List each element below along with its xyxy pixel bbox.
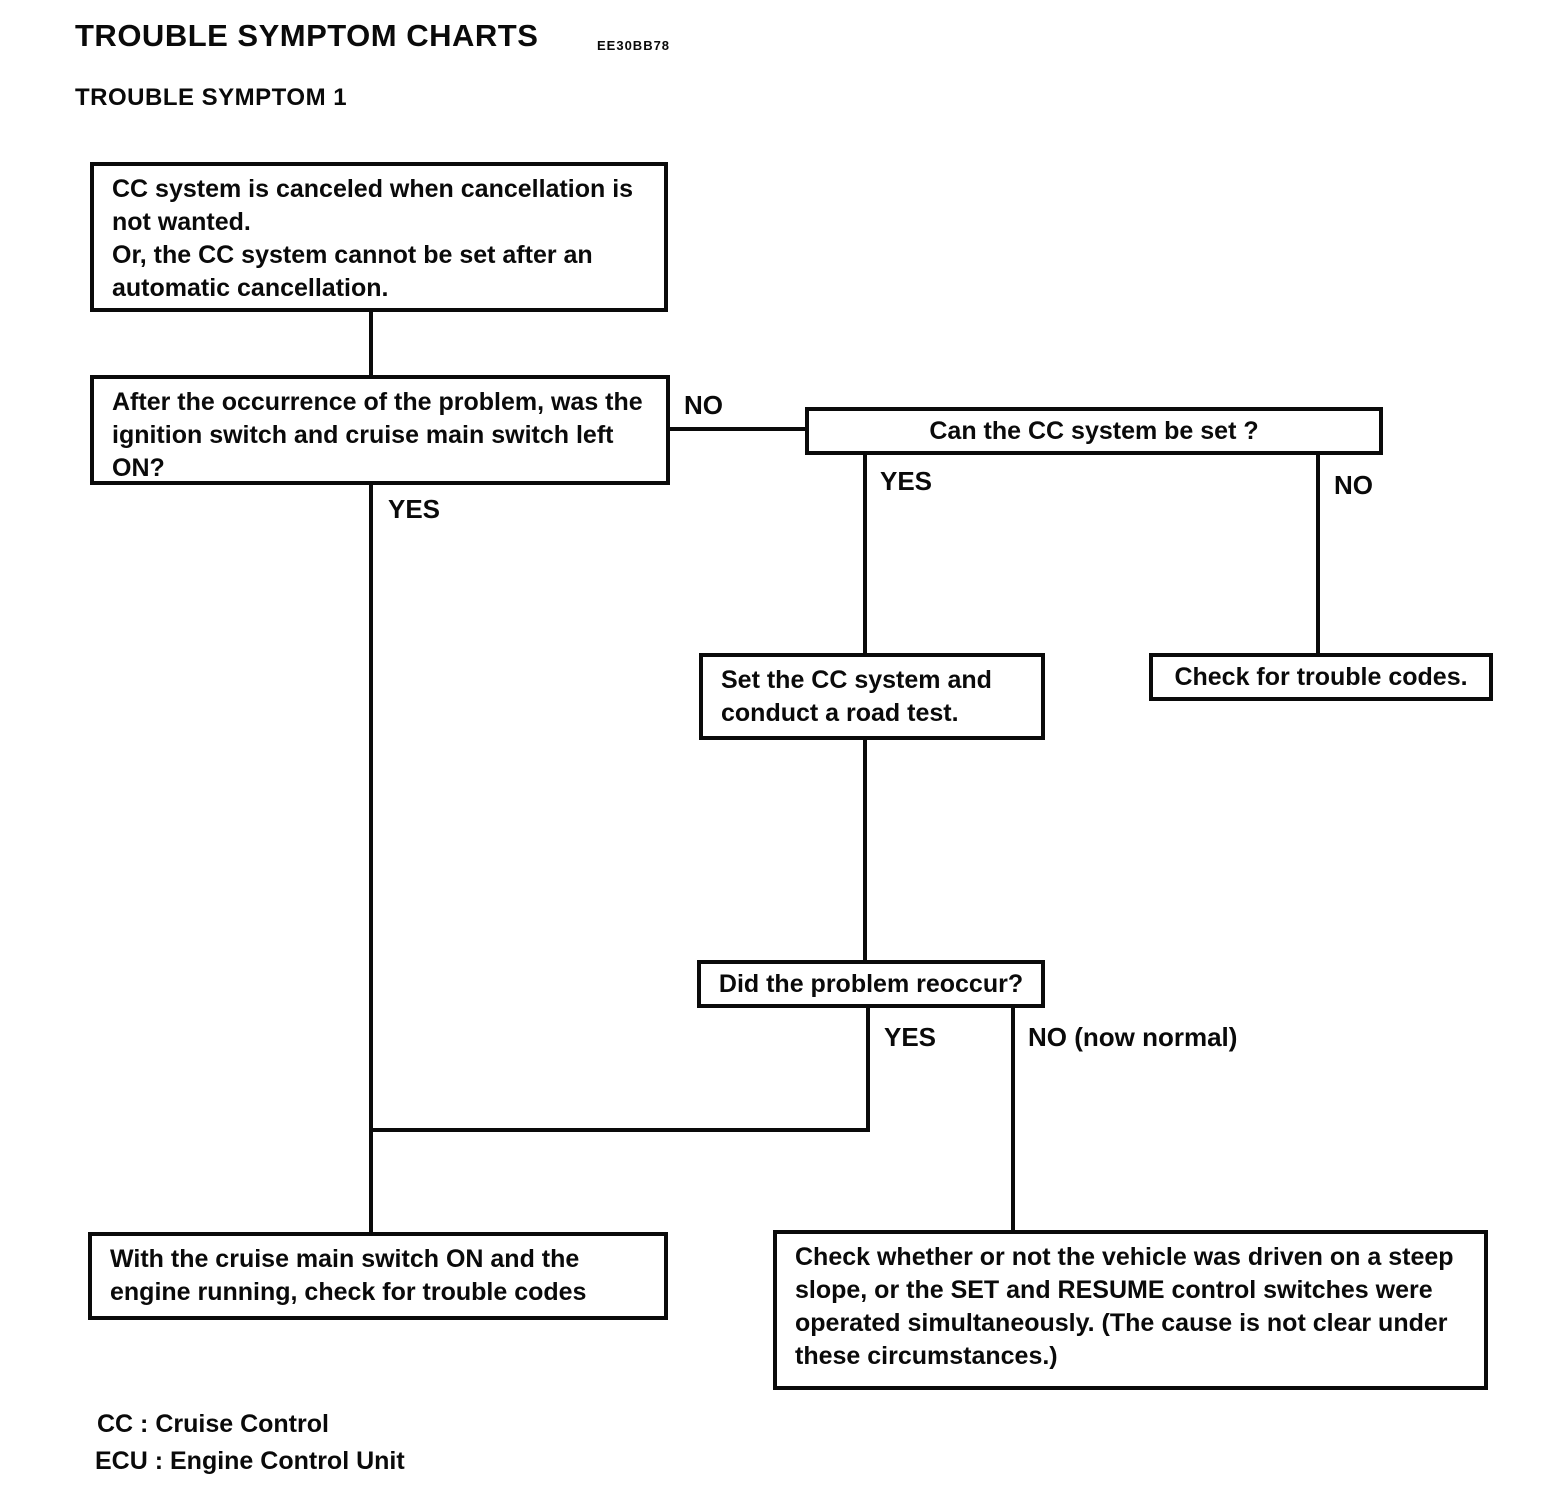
edge-label-can-set-yes: YES [880,466,933,496]
edge-label-ignition-yes: YES [388,494,441,524]
edge-label-reoccur-yes: YES [884,1022,937,1052]
node-question-ignition-switch: After the occurrence of the problem, was… [90,375,670,485]
connector-ignition-no-branch [668,427,807,431]
connector-reoccur-yes-branch [866,1006,870,1132]
node-symptom-description: CC system is canceled when cancellation … [90,162,668,312]
node-question-problem-reoccur: Did the problem reoccur? [697,960,1045,1008]
connector-can-set-yes-branch [863,453,867,655]
connector-can-set-no-branch [1316,453,1320,655]
edge-label-can-set-no: NO [1334,470,1373,500]
node-result-check-codes-engine-running: With the cruise main switch ON and the e… [88,1232,668,1320]
chart-subtitle: TROUBLE SYMPTOM 1 [75,84,348,111]
node-action-check-trouble-codes: Check for trouble codes. [1149,653,1493,701]
connector-ignition-yes-branch [369,483,373,1234]
connector-symptom-to-ignition-question [369,310,373,377]
node-question-can-cc-be-set: Can the CC system be set ? [805,407,1383,455]
document-code: EE30BB78 [597,38,671,53]
edge-label-ignition-no: NO [684,390,723,420]
legend-cc: CC : Cruise Control [97,1410,329,1438]
connector-reoccur-yes-return [369,1128,870,1132]
node-action-set-cc-road-test: Set the CC system and conduct a road tes… [699,653,1045,740]
connector-reoccur-no-branch [1011,1006,1015,1232]
edge-label-reoccur-no: NO (now normal) [1028,1022,1238,1052]
node-result-check-steep-slope: Check whether or not the vehicle was dri… [773,1230,1488,1390]
page-title: TROUBLE SYMPTOM CHARTS [75,18,539,53]
legend-ecu: ECU : Engine Control Unit [95,1447,405,1475]
connector-road-test-to-reoccur-question [863,738,867,962]
